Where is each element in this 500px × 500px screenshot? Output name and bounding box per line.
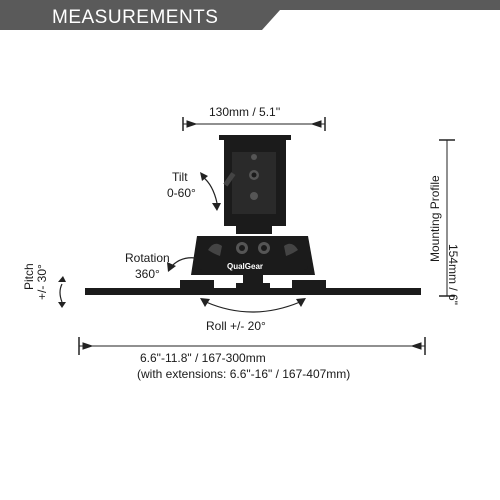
- pitch-range-label: +/- 30°: [35, 264, 49, 300]
- tilt-range-label: 0-60°: [167, 186, 196, 200]
- ceiling-plate: [219, 135, 291, 140]
- rotation-label: Rotation: [125, 251, 170, 265]
- tilt-arrow: [200, 172, 221, 211]
- top-width-label: 130mm / 5.1'': [209, 105, 281, 119]
- pitch-label: Pitch: [22, 263, 36, 290]
- page-title: MEASUREMENTS: [52, 7, 219, 28]
- mount-column: [223, 140, 286, 234]
- mounting-profile-label: Mounting Profile: [428, 175, 442, 262]
- arm-width-dimension: [78, 337, 426, 355]
- header-band: MEASUREMENTS: [0, 0, 500, 30]
- projector-arm-plate: [85, 280, 421, 295]
- top-width-dimension: [182, 117, 326, 131]
- rotation-arrow: [167, 257, 197, 272]
- pitch-arrow: [58, 276, 66, 308]
- tilt-label: Tilt: [172, 170, 188, 184]
- roll-arrow: [200, 298, 306, 313]
- profile-height-dimension: [439, 139, 455, 297]
- width-extensions-label: (with extensions: 6.6"-16" / 167-407mm): [137, 367, 351, 381]
- profile-height-label: 154mm / 6": [446, 244, 460, 305]
- header-band-shape: [0, 0, 500, 30]
- rotation-range-label: 360°: [135, 267, 160, 281]
- width-range-label: 6.6"-11.8" / 167-300mm: [140, 351, 266, 365]
- roll-label: Roll +/- 20°: [206, 319, 266, 333]
- brand-logo-text: QualGear: [227, 262, 264, 271]
